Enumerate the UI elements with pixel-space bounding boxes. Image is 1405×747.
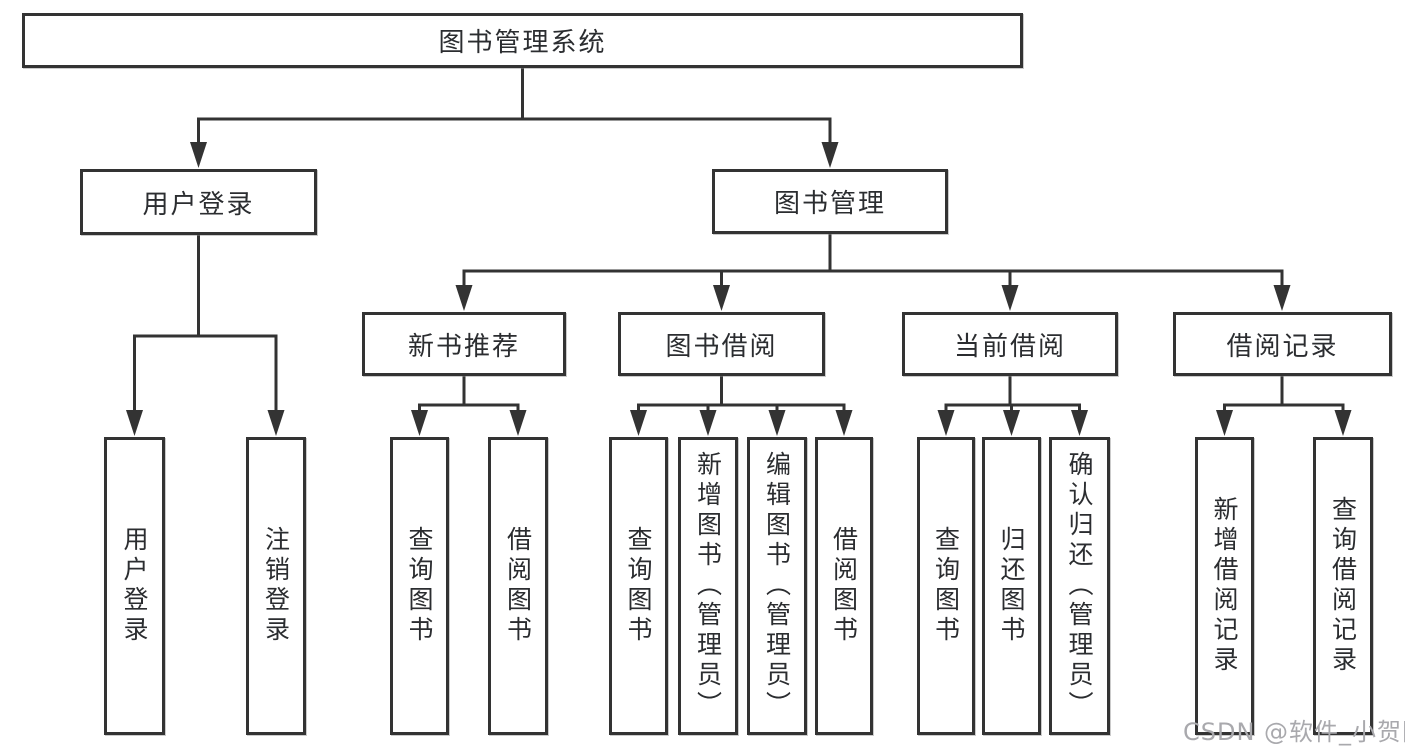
csdn-watermark: CSDN @软件_小贺同学 xyxy=(1183,718,1405,746)
node-label: 图书借阅 xyxy=(665,331,778,362)
node-label: 新书推荐 xyxy=(407,331,520,362)
node-label: 当前借阅 xyxy=(953,331,1066,362)
node-book-management-system: 图书管理系统 xyxy=(22,13,1023,68)
node-logout: 注销登录 xyxy=(246,437,306,735)
node-confirm-return-admin: 确认归还（管理员） xyxy=(1049,437,1110,735)
node-borrowing-records: 借阅记录 xyxy=(1173,312,1392,376)
node-borrow-books: 借阅图书 xyxy=(815,437,873,735)
node-borrow-books-recommend: 借阅图书 xyxy=(488,437,548,735)
node-label: 用户登录 xyxy=(120,526,149,646)
node-query-books-recommend: 查询图书 xyxy=(390,437,449,735)
node-label: 借阅图书 xyxy=(829,526,859,646)
node-edit-books-admin: 编辑图书（管理员） xyxy=(747,437,807,735)
node-label: 借阅图书 xyxy=(503,526,533,646)
node-book-borrowing: 图书借阅 xyxy=(618,312,825,376)
connector-user-login-to-leaves xyxy=(126,235,285,436)
connector-book-management-to-level3 xyxy=(455,234,1291,311)
node-label: 归还图书 xyxy=(997,526,1026,646)
node-label: 新增借阅记录 xyxy=(1210,496,1239,676)
node-label: 用户登录 xyxy=(142,189,255,220)
node-add-books-admin: 新增图书（管理员） xyxy=(678,437,738,735)
node-label: 查询借阅记录 xyxy=(1328,496,1358,676)
node-book-management: 图书管理 xyxy=(712,169,948,234)
node-user-login: 用户登录 xyxy=(80,169,317,235)
node-return-books: 归还图书 xyxy=(982,437,1041,735)
connector-new-book-recommendation-to-leaves xyxy=(411,376,527,436)
node-add-borrow-record: 新增借阅记录 xyxy=(1195,437,1254,735)
connector-borrowing-records-to-leaves xyxy=(1216,376,1352,436)
node-label: 查询图书 xyxy=(624,526,653,646)
node-label: 编辑图书（管理员） xyxy=(762,451,792,721)
connector-current-borrowing-to-leaves xyxy=(937,376,1088,436)
node-new-book-recommendation: 新书推荐 xyxy=(362,312,566,376)
connector-book-borrowing-to-leaves xyxy=(630,376,853,436)
node-label: 查询图书 xyxy=(405,526,434,646)
node-current-borrowing: 当前借阅 xyxy=(902,312,1118,376)
node-query-books-current: 查询图书 xyxy=(917,437,975,735)
node-query-books-borrowing: 查询图书 xyxy=(609,437,668,735)
node-label: 确认归还（管理员） xyxy=(1065,451,1094,721)
connector-root-to-level2 xyxy=(190,68,839,168)
node-label: 借阅记录 xyxy=(1226,331,1339,362)
node-label: 新增图书（管理员） xyxy=(693,451,723,721)
node-label: 注销登录 xyxy=(261,526,291,646)
node-label: 查询图书 xyxy=(931,526,961,646)
node-label: 图书管理 xyxy=(773,189,886,219)
node-query-borrow-record: 查询借阅记录 xyxy=(1313,437,1373,735)
node-user-login-action: 用户登录 xyxy=(104,437,165,735)
node-label: 图书管理系统 xyxy=(438,28,607,58)
